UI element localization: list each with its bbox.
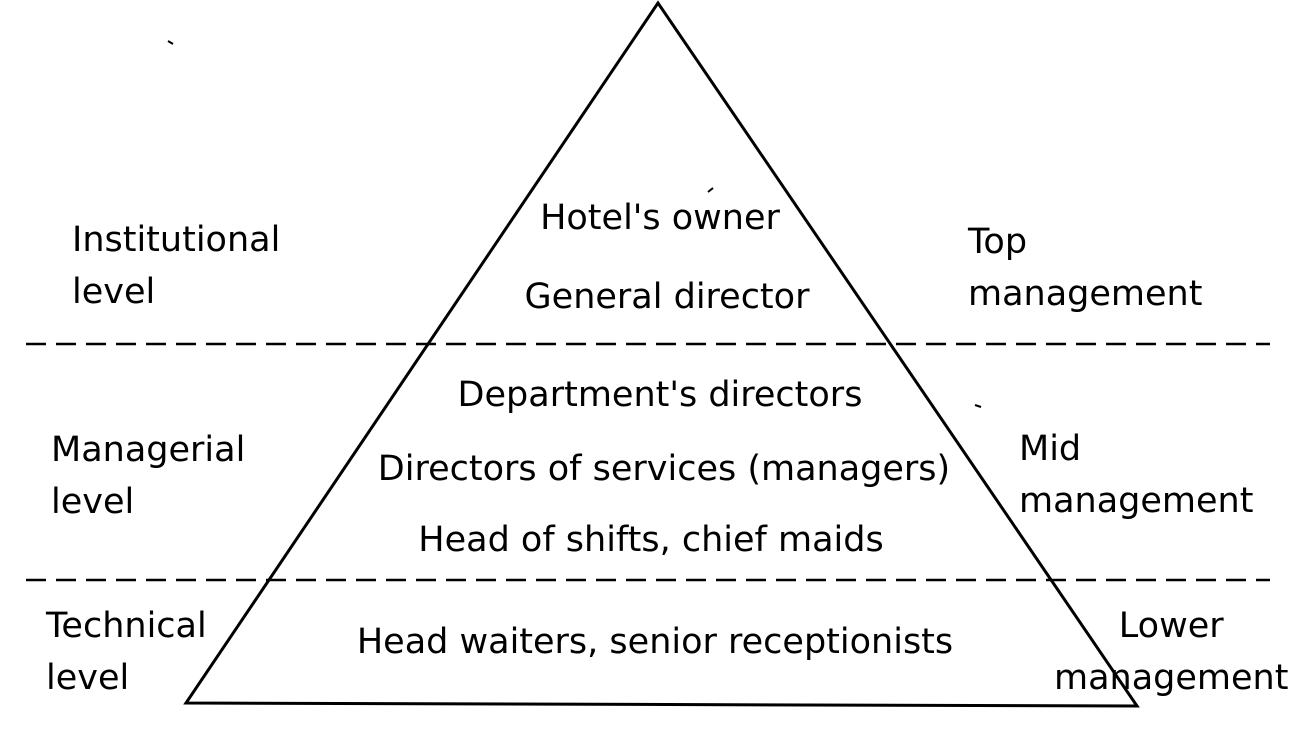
role-general-director: General director	[524, 277, 810, 317]
managerial-level-label: Managerial level	[51, 430, 246, 522]
role-head-waiters: Head waiters, senior receptionists	[356, 622, 954, 662]
institutional-level-label: Institutional level	[72, 220, 281, 312]
speck-mark	[167, 40, 174, 45]
role-hotel-owner: Hotel's owner	[540, 198, 780, 238]
speck-mark	[707, 187, 714, 193]
role-directors-of-services: Directors of services (managers)	[377, 449, 951, 489]
mid-management-label: Mid management	[1019, 429, 1254, 521]
role-department-directors: Department's directors	[457, 375, 863, 415]
speck-mark	[974, 404, 982, 408]
pyramid-triangle	[183, 0, 1140, 708]
role-head-of-shifts: Head of shifts, chief maids	[418, 520, 884, 560]
technical-level-label: Technical level	[46, 606, 207, 698]
top-management-label: Top management	[968, 222, 1203, 314]
lower-management-label: Lower management	[1054, 606, 1289, 698]
